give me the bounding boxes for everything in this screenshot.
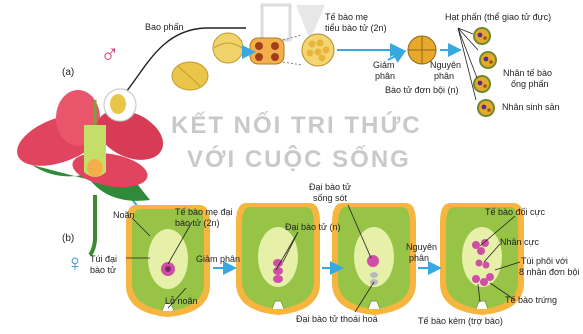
arrow-meiosis (388, 52, 403, 60)
label-polar-nuclei: Nhân cực (500, 237, 539, 248)
label-microspores: Bào tử đơn bội (n) (385, 85, 458, 96)
label-megasporangium-2: bào tử (90, 265, 116, 276)
label-megaspores: Đại bào tử (n) (285, 222, 341, 233)
label-mitosis-2: phân (434, 71, 454, 82)
label-pollen: Hạt phấn (thể giao tử đực) (445, 12, 551, 23)
male-symbol: ♂ (100, 40, 120, 68)
anther-opened (213, 33, 243, 63)
label-megaspore-mother-1: Tế bào mẹ đại (175, 207, 233, 218)
label-tube-nucleus-2: ống phấn (511, 79, 549, 90)
microsporocytes (302, 34, 334, 66)
label-mitosis-female-2: phân (409, 253, 429, 264)
label-anther: Bao phấn (145, 22, 184, 33)
label-meiosis-1: Giảm (373, 60, 395, 71)
label-tube-nucleus-1: Nhân tế bào (503, 68, 552, 79)
label-megaspore-mother-2: bào tử (2n) (175, 218, 220, 229)
label-mitosis-1: Nguyên (430, 60, 461, 71)
label-surviving-1: Đại bào tử (309, 182, 351, 193)
label-embryo-sac-1: Túi phôi với (521, 256, 568, 267)
label-surviving-2: sống sót (313, 193, 347, 204)
label-meiosis-2: phân (375, 71, 395, 82)
label-embryo-sac-2: 8 nhân đơn bội (519, 267, 579, 278)
panel-label-a: (a) (62, 67, 74, 78)
label-generative-nucleus: Nhân sinh sản (502, 102, 560, 113)
watermark-line-1: KẾT NỐI TRI THỨC (171, 112, 422, 140)
label-mitosis-female-1: Nguyên (406, 242, 437, 253)
panel-label-b: (b) (62, 233, 74, 244)
ovule-stage-3 (332, 203, 416, 315)
label-ovule: Noãn (113, 210, 135, 221)
label-degenerating: Đại bào tử thoái hoá (296, 314, 378, 325)
watermark-line-2: VỚI CUỘC SỐNG (187, 146, 411, 174)
anther-section (250, 38, 284, 64)
label-synergids: Tế bào kèm (trợ bào) (418, 316, 503, 327)
anther-whole (172, 62, 208, 90)
label-megasporangium-1: Túi đại (90, 254, 117, 265)
label-mother-cell-2: tiểu bào tử (2n) (325, 23, 387, 34)
label-micropyle: Lỗ noãn (165, 296, 198, 307)
label-mother-cell-1: Tế bào mẹ (325, 12, 368, 23)
label-meiosis-female: Giảm phân (196, 254, 240, 265)
ovule-stage-2 (236, 203, 320, 315)
female-symbol: ♀ (66, 251, 84, 277)
label-egg: Tế bào trứng (505, 295, 557, 306)
pollen-grains (473, 27, 497, 117)
label-antipodal: Tế bào đối cực (485, 207, 545, 218)
